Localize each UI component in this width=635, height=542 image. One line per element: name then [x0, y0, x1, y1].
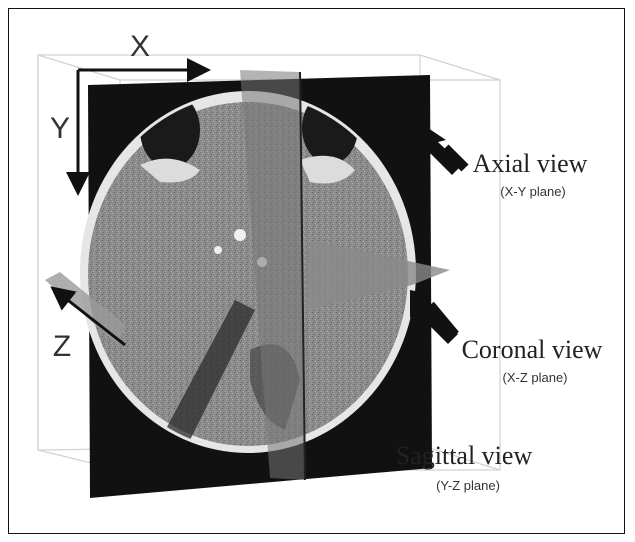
axial-plane-label: (X-Y plane) — [500, 184, 566, 199]
z-axis-label: Z — [53, 330, 71, 363]
y-axis-label: Y — [50, 112, 70, 145]
x-axis-label: X — [130, 30, 150, 63]
coronal-view-label: Coronal view — [462, 335, 603, 364]
sagittal-plane-label: (Y-Z plane) — [436, 478, 500, 493]
axial-view-label: Axial view — [473, 149, 588, 178]
coronal-plane-label: (X-Z plane) — [502, 370, 567, 385]
sagittal-view-label: Sagittal view — [396, 441, 533, 470]
